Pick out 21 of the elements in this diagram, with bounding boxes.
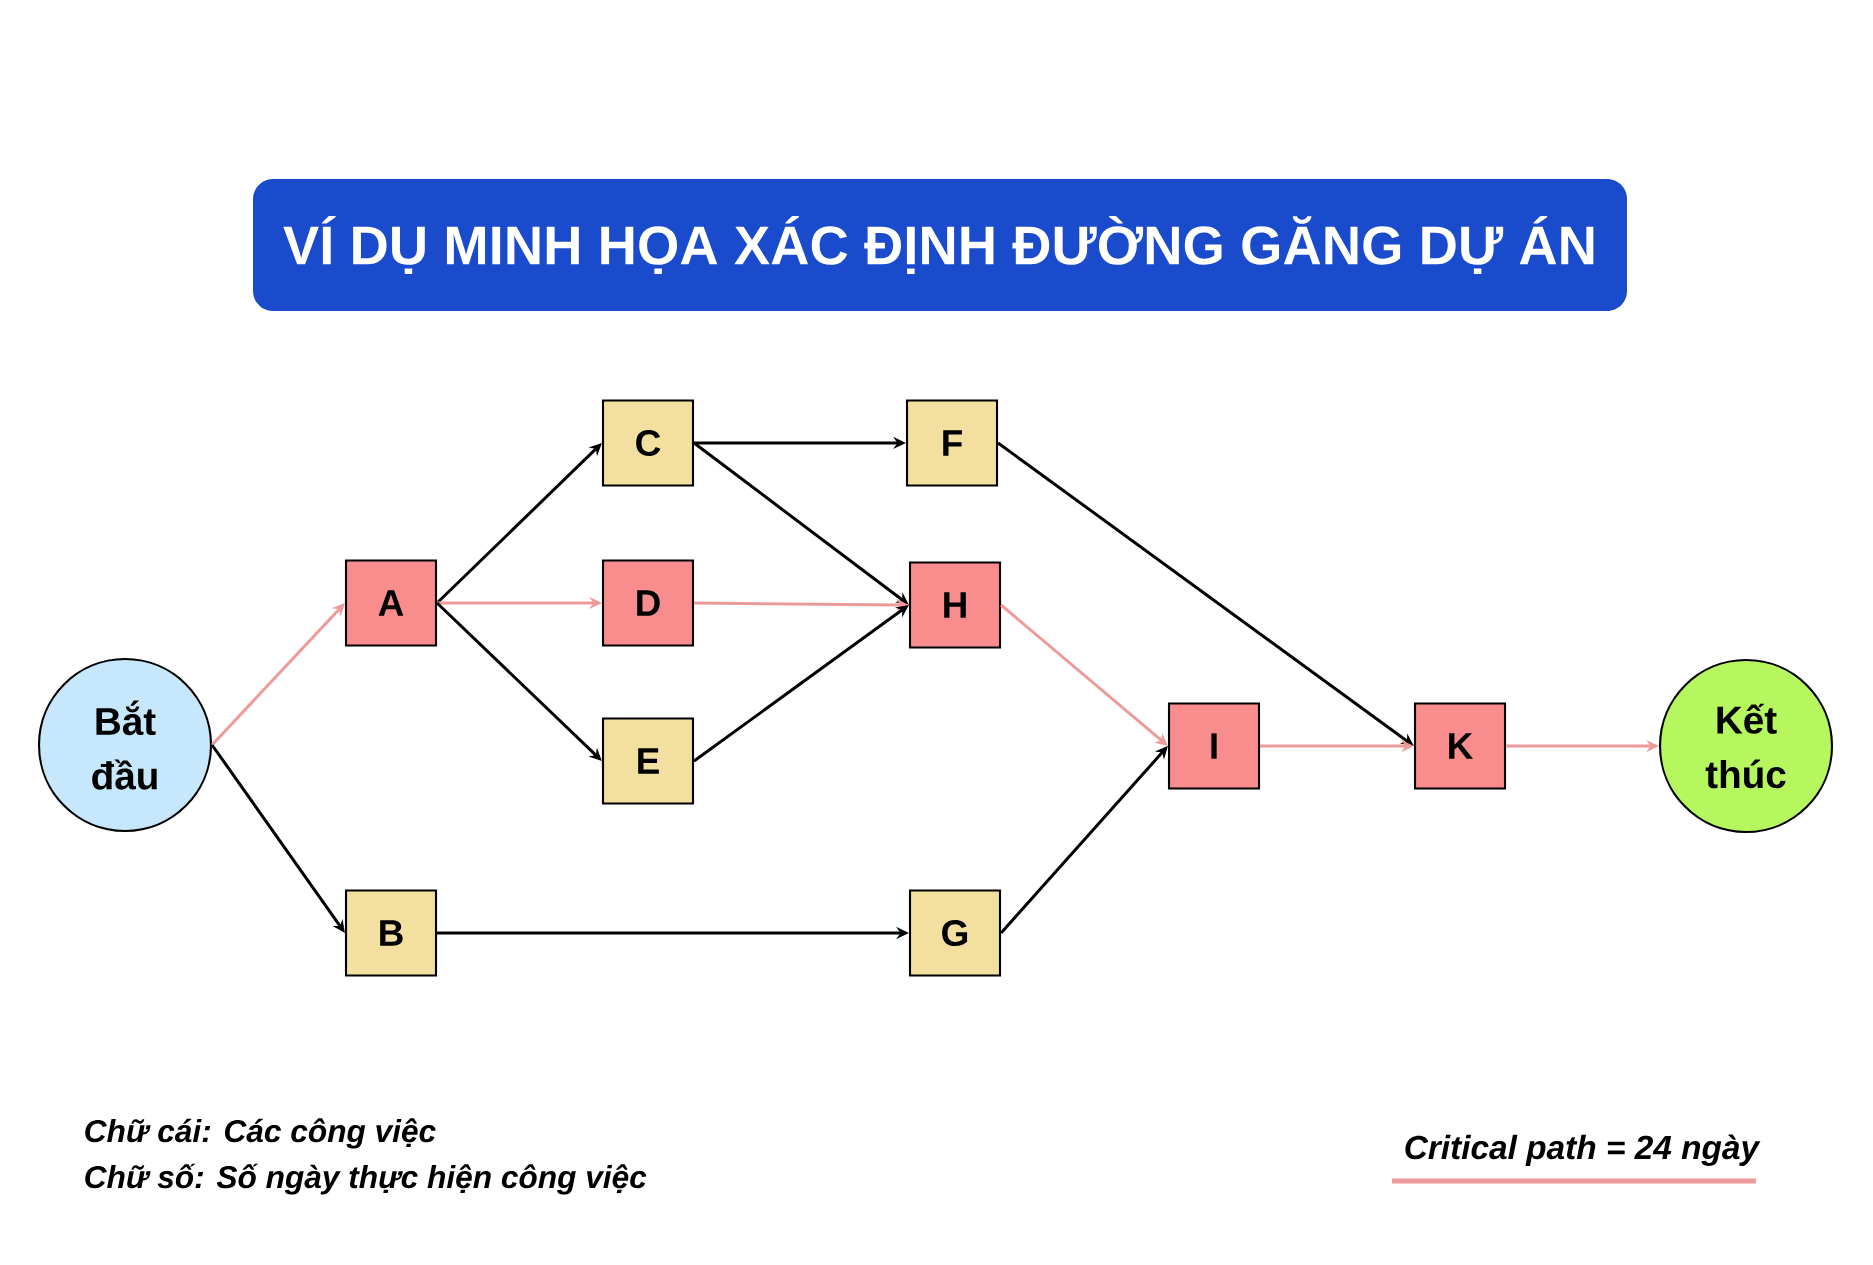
- arrow: [1000, 603, 1168, 746]
- arrow: [210, 603, 345, 746]
- task-box: A: [344, 559, 438, 647]
- arrow: [999, 746, 1168, 934]
- title-banner: VÍ DỤ MINH HỌA XÁC ĐỊNH ĐƯỜNG GĂNG DỰ ÁN: [253, 179, 1627, 311]
- task-box: K: [1413, 702, 1507, 790]
- task-box: G: [908, 889, 1002, 977]
- task-box: C: [601, 399, 695, 487]
- arrow: [210, 744, 345, 933]
- arrow: [436, 443, 602, 605]
- arrow: [436, 601, 602, 761]
- task-box: F: [905, 399, 999, 487]
- task-box: D: [601, 559, 695, 647]
- task-box: B: [344, 889, 438, 977]
- task-box: E: [601, 717, 695, 805]
- arrow: [693, 441, 909, 605]
- note-text: Chữ số: Số ngày thực hiện công việc: [85, 1163, 647, 1195]
- task-box: I: [1167, 702, 1261, 790]
- legend-text: Critical path = 24 ngày: [1405, 1134, 1761, 1166]
- note-text: Chữ cái: Các công việc: [85, 1118, 436, 1149]
- task-box: H: [908, 561, 1002, 649]
